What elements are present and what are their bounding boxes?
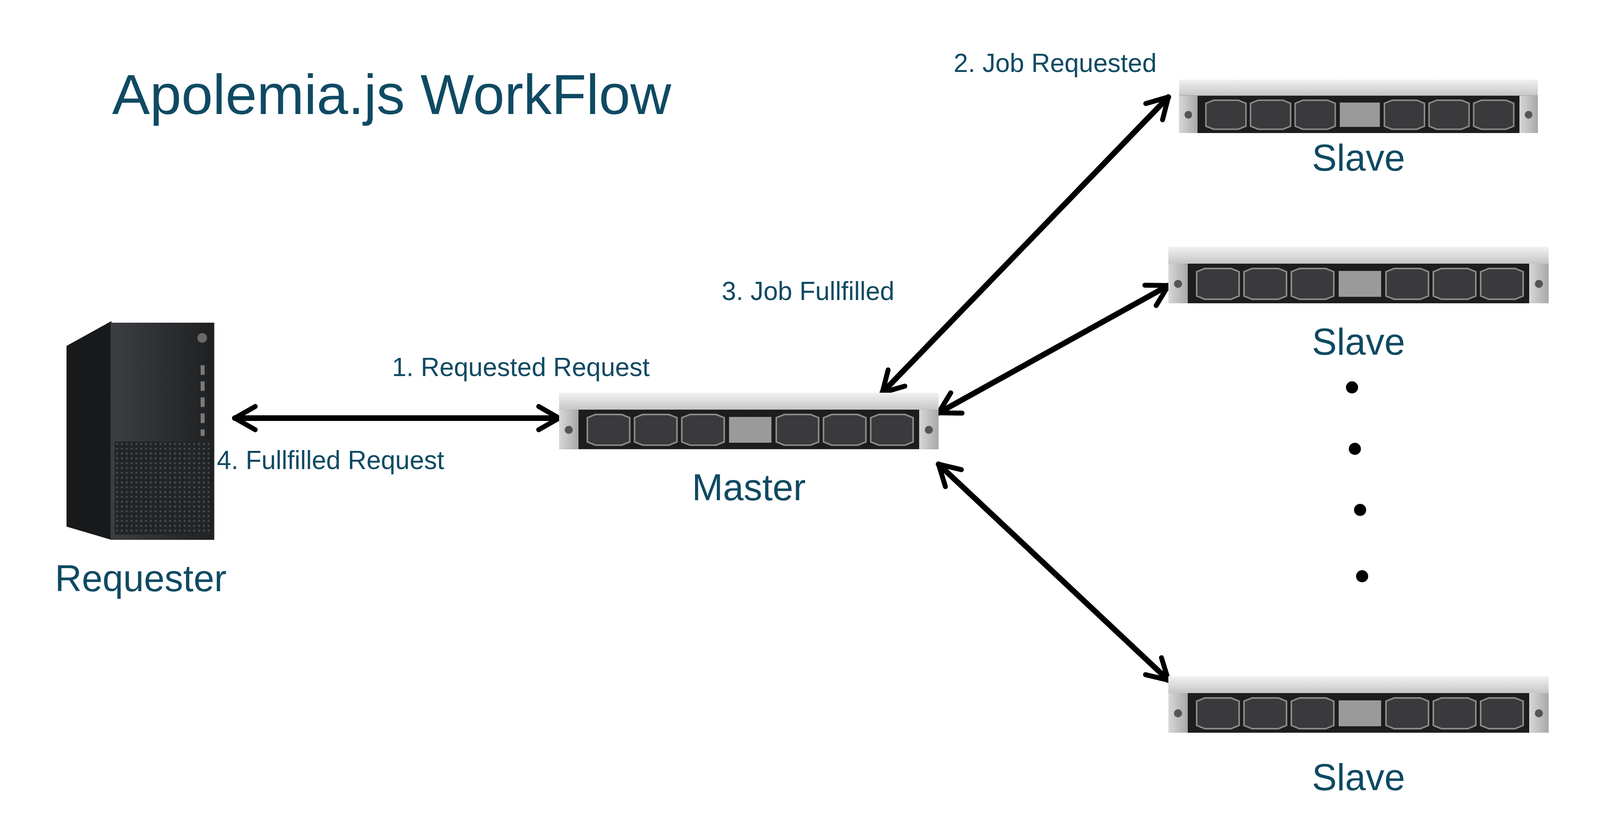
diagram-title: Apolemia.js WorkFlow [112,60,672,129]
node-label: Slave [1311,755,1406,800]
server-illustration [1168,676,1549,734]
connector-arrow [882,97,1169,393]
connector-arrow [938,285,1169,414]
slave-server: Slave [1168,676,1549,800]
server-image [559,392,939,450]
server-illustration [1168,79,1549,134]
server-image [1168,676,1549,734]
tower-illustration [65,321,216,541]
server-illustration [559,392,939,450]
node-label: Slave [1311,135,1406,181]
server-illustration [1168,246,1549,304]
node-label: Master [691,465,806,510]
slave-server: Slave [1168,246,1549,365]
flow-step-label: 4. Fullfilled Request [214,445,447,477]
connector-arrow [938,464,1169,681]
node-label: Slave [1311,319,1406,365]
tower-image [66,321,215,541]
flow-step-label: 3. Job Fullfilled [719,275,897,308]
server-image [1168,246,1549,304]
requester-pc: Requester [46,321,236,601]
master-server: Master [559,392,939,510]
server-image [1179,79,1538,134]
connector-arrow [235,415,560,422]
node-label: Requester [55,556,227,601]
flow-step-label: 1. Requested Request [389,351,653,384]
flow-step-label: 2. Job Requested [951,47,1160,79]
slave-server: Slave [1168,79,1549,181]
